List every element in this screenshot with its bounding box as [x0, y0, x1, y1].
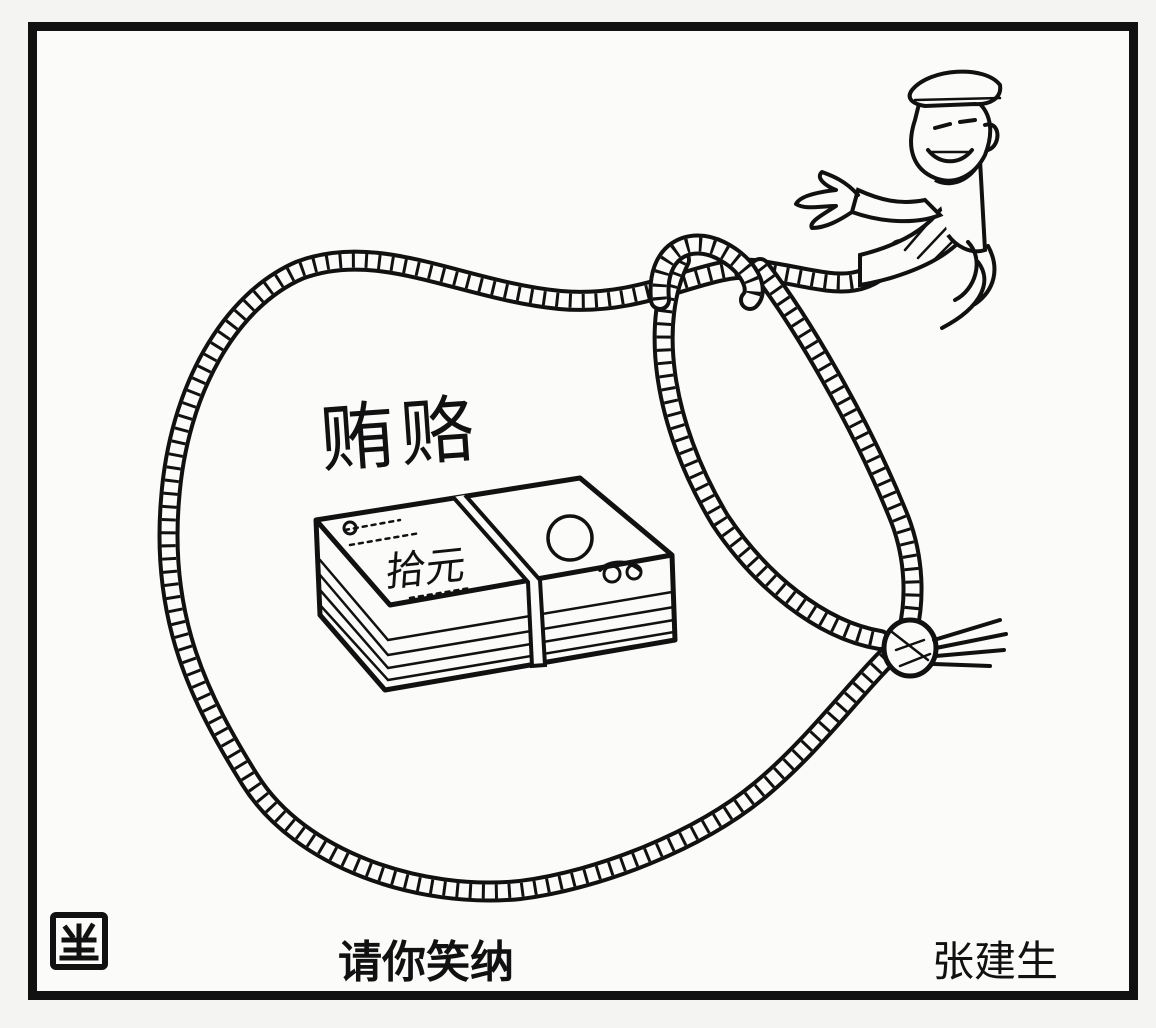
- man-figure: [794, 69, 1003, 330]
- artist-seal-stamp: [50, 912, 108, 970]
- rope-noose: [157, 233, 924, 903]
- banknote-bundle: [313, 475, 678, 693]
- cartoon-author: 张建生: [932, 937, 1059, 986]
- cartoon-caption: 请你笑纳: [338, 937, 514, 988]
- rope-knot: [881, 617, 1008, 679]
- banknote-face-text: 拾元: [384, 541, 468, 597]
- bribe-label: 贿赂: [317, 386, 483, 484]
